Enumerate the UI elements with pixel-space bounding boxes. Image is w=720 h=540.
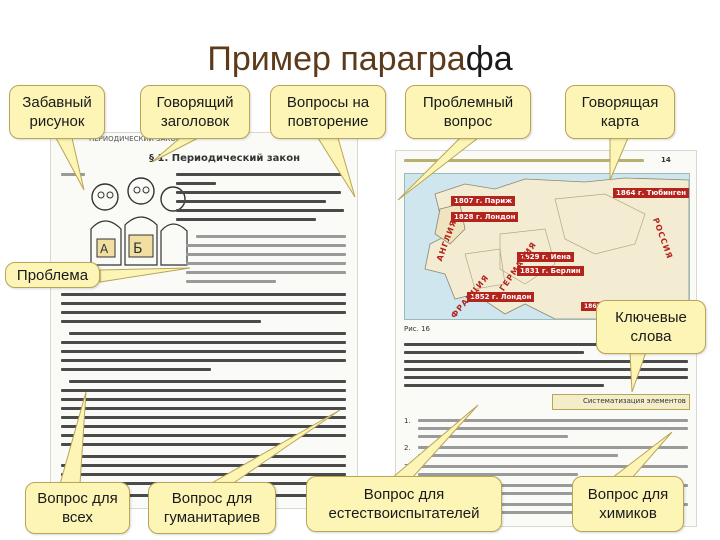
- pointer-talking-map: [609, 137, 629, 181]
- text-line: [196, 235, 346, 238]
- text-line: [186, 262, 346, 265]
- text-line: [61, 434, 346, 437]
- text-line: [418, 465, 688, 468]
- text-line: [69, 332, 346, 335]
- callout-talking-heading: Говорящий заголовок: [140, 85, 250, 139]
- text-line: [186, 244, 346, 247]
- text-line: [61, 443, 281, 446]
- callout-q-chemists: Вопрос для химиков: [572, 476, 684, 532]
- text-line: [61, 350, 346, 353]
- text-line: [61, 389, 346, 392]
- text-line: [176, 209, 344, 212]
- slide-title-last: фа: [465, 40, 513, 78]
- text-line: [404, 384, 604, 387]
- text-line: [61, 293, 346, 296]
- figure-label: Рис. 16: [404, 325, 430, 333]
- text-line: [404, 360, 688, 363]
- callout-problem-question: Проблемный вопрос: [405, 85, 531, 139]
- text-line: [418, 511, 608, 514]
- text-line: [418, 427, 688, 430]
- text-line: [404, 368, 688, 371]
- map-label-berlin-1831: 1831 г. Берлин: [517, 266, 584, 276]
- text-line: [61, 359, 346, 362]
- pointer-q-chemists: [610, 431, 673, 479]
- text-line: [61, 473, 346, 476]
- slide-title: Пример параграфа: [0, 40, 720, 79]
- text-line: [69, 455, 346, 458]
- text-line: [186, 253, 346, 256]
- callout-keywords: Ключевые слова: [596, 300, 706, 354]
- text-line: [61, 398, 346, 401]
- text-line: [176, 173, 346, 176]
- map-label-iena-1829: 1829 г. Иена: [517, 252, 574, 262]
- text-line: [418, 419, 688, 422]
- text-line: [186, 271, 346, 274]
- left-running-head: ПЕРИОДИЧЕСКИЙ ЗАКОН: [89, 135, 182, 143]
- text-line: [176, 191, 341, 194]
- map-label-tubingen-1864: 1864 г. Тюбинген: [613, 188, 689, 198]
- text-line: [61, 302, 346, 305]
- text-line: [176, 200, 326, 203]
- text-line: [418, 484, 688, 487]
- text-line: [61, 368, 211, 371]
- right-page-number: 14: [661, 156, 671, 164]
- pointer-funny-picture: [55, 137, 85, 191]
- text-line: [69, 380, 346, 383]
- map-label-london-1852: 1852 г. Лондон: [467, 292, 535, 302]
- pointer-problem: [99, 267, 191, 283]
- question-number-2: 2.: [404, 444, 411, 452]
- text-line: [176, 218, 316, 221]
- question-number-1: 1.: [404, 417, 411, 425]
- text-line: [176, 182, 216, 185]
- callout-talking-map: Говорящая карта: [565, 85, 675, 139]
- callout-funny-picture: Забавный рисунок: [9, 85, 105, 139]
- callout-q-science: Вопрос для естествоиспытателей: [306, 476, 502, 532]
- text-line: [418, 446, 688, 449]
- text-line: [61, 311, 346, 314]
- svg-text:Б: Б: [133, 241, 143, 257]
- section-title: § 1. Периодический закон: [149, 153, 300, 164]
- text-line: [418, 503, 688, 506]
- pointer-problem-question: [397, 137, 480, 201]
- map-label-london-1828: 1828 г. Лондон: [451, 212, 519, 222]
- text-line: [61, 407, 346, 410]
- text-line: [61, 173, 85, 176]
- pointer-keywords: [629, 351, 647, 393]
- text-line: [418, 435, 568, 438]
- map-label-paris-1807: 1807 г. Париж: [451, 196, 516, 206]
- text-line: [61, 464, 346, 467]
- pointer-q-humanities: [208, 409, 341, 485]
- text-line: [418, 454, 618, 457]
- left-textbook-page: ПЕРИОДИЧЕСКИЙ ЗАКОН 6 § 1. Периодический…: [50, 132, 358, 509]
- europe-map: 1807 г. Париж 1828 г. Лондон 1829 г. Иен…: [404, 173, 690, 320]
- pointer-q-all: [59, 391, 87, 485]
- pointer-talking-heading: [151, 137, 199, 163]
- callout-problem: Проблема: [5, 262, 100, 288]
- text-line: [418, 473, 578, 476]
- svg-text:А: А: [100, 242, 109, 256]
- pointer-q-science: [390, 404, 479, 479]
- text-line: [404, 376, 688, 379]
- text-line: [404, 343, 688, 346]
- text-line: [61, 416, 346, 419]
- children-drawing: Б А: [90, 177, 188, 266]
- slide-title-main: Пример парагра: [207, 40, 466, 78]
- running-head-line: [404, 159, 644, 162]
- pointer-review-questions: [317, 137, 356, 198]
- text-line: [186, 280, 276, 283]
- text-line: [61, 341, 346, 344]
- text-line: [418, 492, 648, 495]
- callout-q-all: Вопрос для всех: [25, 482, 130, 534]
- text-line: [61, 320, 261, 323]
- keywords-box: Систематизация элементов: [552, 394, 690, 410]
- text-line: [61, 425, 346, 428]
- callout-q-humanities: Вопрос для гуманитариев: [148, 482, 276, 534]
- callout-review-questions: Вопросы на повторение: [270, 85, 386, 139]
- text-line: [404, 351, 584, 354]
- keywords-box-text: Систематизация элементов: [583, 397, 686, 405]
